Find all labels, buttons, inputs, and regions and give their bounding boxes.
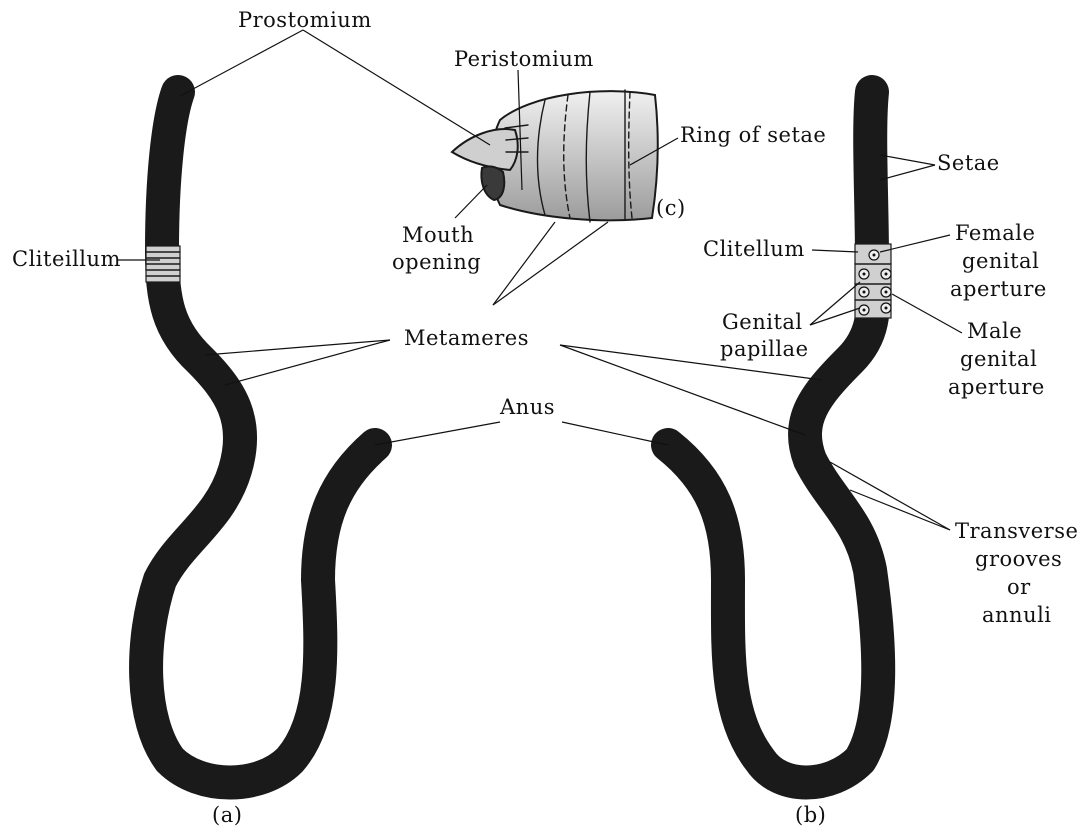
label-metameres: Metameres	[404, 326, 529, 350]
label-transverse-line3: or	[1007, 575, 1031, 599]
label-panel-c: (c)	[656, 196, 686, 220]
label-male-line2: genital	[960, 347, 1037, 371]
label-panel-b: (b)	[795, 803, 826, 827]
worm-a	[131, 92, 380, 798]
label-transverse-line1: Transverse	[955, 519, 1078, 543]
worm-b	[662, 92, 893, 797]
label-cliteillum: Cliteillum	[12, 247, 121, 271]
label-anus: Anus	[499, 395, 555, 419]
label-female-line1: Female	[955, 221, 1035, 245]
label-prostomium: Prostomium	[238, 8, 372, 32]
label-genital-line2: papillae	[720, 337, 809, 361]
label-setae: Setae	[937, 151, 1000, 175]
head-detail	[452, 90, 658, 222]
label-clitellum: Clitellum	[703, 237, 805, 261]
mouth-opening-icon	[481, 166, 504, 200]
worm-a-clitellum	[146, 246, 180, 282]
label-peristomium: Peristomium	[454, 47, 594, 71]
worm-a-body-fill	[146, 92, 375, 783]
prostomium-lobe	[452, 129, 518, 170]
label-mouth-line2: opening	[392, 250, 481, 274]
label-male-line1: Male	[967, 319, 1022, 343]
label-genital-line1: Genital	[722, 310, 803, 334]
label-female-line3: aperture	[950, 277, 1047, 301]
worm-b-body-fill	[668, 92, 878, 783]
worm-b-body	[668, 92, 878, 783]
label-ring-of-setae: Ring of setae	[680, 123, 826, 147]
label-panel-a: (a)	[212, 803, 242, 827]
label-transverse-line2: grooves	[975, 547, 1062, 571]
label-transverse-line4: annuli	[982, 603, 1052, 627]
worm-a-dorsal-line	[152, 95, 372, 780]
label-female-line2: genital	[962, 249, 1039, 273]
label-male-line3: aperture	[948, 375, 1045, 399]
label-mouth-line1: Mouth	[402, 223, 474, 247]
worm-b-clitellum	[855, 244, 891, 318]
worm-a-body	[146, 92, 375, 783]
